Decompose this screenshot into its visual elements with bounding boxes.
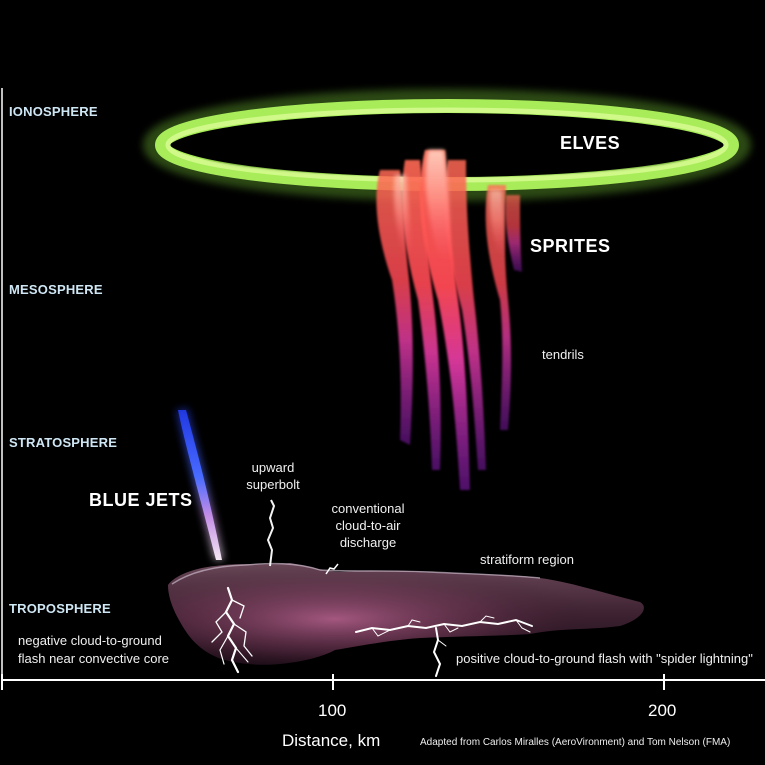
- label-stratiform-region: stratiform region: [480, 552, 574, 567]
- spider-lightning: [355, 615, 533, 677]
- label-sprites: SPRITES: [530, 236, 611, 256]
- axis-title: Distance, km: [282, 731, 381, 750]
- axis-tick-label-200: 200: [648, 701, 677, 720]
- label-blue-jets: BLUE JETS: [89, 490, 193, 510]
- discharge-line-1: conventional: [331, 501, 405, 516]
- negative-flash-line-1: negative cloud-to-ground: [18, 633, 162, 648]
- label-troposphere: TROPOSPHERE: [9, 601, 111, 616]
- label-negative-flash: negative cloud-to-ground flash near conv…: [18, 632, 169, 668]
- credit-text: Adapted from Carlos Miralles (AeroVironm…: [420, 737, 731, 748]
- discharge-line-3: discharge: [339, 535, 397, 550]
- upward-superbolt: [266, 499, 276, 567]
- label-tendrils: tendrils: [542, 347, 584, 362]
- axis-tick-label-100: 100: [318, 701, 347, 720]
- label-mesosphere: MESOSPHERE: [9, 282, 103, 297]
- label-conventional-discharge: conventional cloud-to-air discharge: [320, 500, 416, 551]
- negative-cg-lightning: [211, 586, 253, 674]
- thundercloud: [168, 562, 644, 665]
- sprites: [376, 150, 522, 490]
- superbolt-line-1: upward: [251, 460, 295, 475]
- label-elves: ELVES: [560, 133, 621, 153]
- negative-flash-line-2: flash near convective core: [18, 651, 170, 666]
- superbolt-line-2: superbolt: [246, 477, 300, 492]
- label-upward-superbolt: upward superbolt: [238, 459, 308, 493]
- cloud-to-air-discharge: [325, 563, 339, 575]
- discharge-line-2: cloud-to-air: [335, 518, 401, 533]
- distance-axis: [1, 674, 765, 690]
- label-ionosphere: IONOSPHERE: [9, 104, 98, 119]
- label-positive-flash: positive cloud-to-ground flash with "spi…: [456, 651, 753, 666]
- label-stratosphere: STRATOSPHERE: [9, 435, 118, 450]
- blue-jet: [176, 408, 224, 560]
